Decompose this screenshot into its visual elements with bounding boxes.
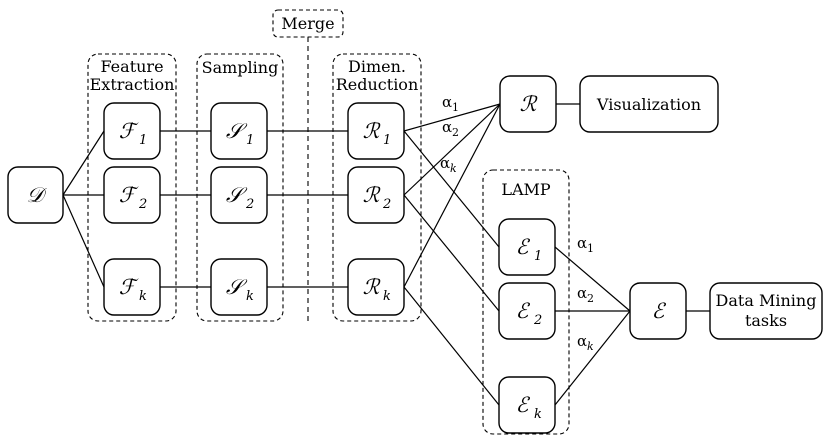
merge-label: Merge bbox=[281, 14, 334, 33]
node-ek: ℰ k bbox=[498, 376, 556, 434]
node-r2: ℛ 2 bbox=[347, 166, 405, 224]
svg-text:1: 1 bbox=[139, 133, 147, 148]
edges bbox=[62, 103, 710, 406]
svg-text:α: α bbox=[577, 234, 587, 252]
weight-upper-2: α 2 bbox=[442, 118, 459, 139]
svg-text:α: α bbox=[442, 118, 452, 136]
svg-text:1: 1 bbox=[383, 133, 391, 148]
svg-text:2: 2 bbox=[452, 126, 459, 139]
visualization-label: Visualization bbox=[596, 95, 701, 114]
node-e2: ℰ 2 bbox=[498, 282, 556, 340]
svg-text:ℰ: ℰ bbox=[652, 299, 667, 323]
node-rk: ℛ k bbox=[347, 258, 405, 316]
svg-text:ℱ: ℱ bbox=[119, 119, 139, 143]
node-f2: ℱ 2 bbox=[103, 166, 161, 224]
weight-upper-1: α 1 bbox=[442, 93, 459, 114]
svg-text:α: α bbox=[442, 93, 452, 111]
svg-text:1: 1 bbox=[534, 249, 542, 264]
node-fk: ℱ k bbox=[103, 258, 161, 316]
weight-lower-2: α 2 bbox=[577, 284, 594, 305]
node-e: ℰ bbox=[629, 282, 687, 340]
node-r: ℛ bbox=[499, 75, 557, 133]
node-d: 𝒟 bbox=[7, 166, 64, 224]
data-mining-box: Data Mining tasks bbox=[709, 282, 823, 340]
svg-text:ℛ: ℛ bbox=[363, 275, 381, 299]
data-mining-label-line2: tasks bbox=[745, 311, 787, 330]
weight-lower-k: α k bbox=[577, 332, 594, 353]
feature-label-line2: Extraction bbox=[90, 75, 175, 94]
svg-text:k: k bbox=[587, 340, 594, 353]
svg-text:k: k bbox=[534, 407, 542, 422]
svg-text:1: 1 bbox=[452, 101, 459, 114]
svg-text:ℰ: ℰ bbox=[516, 299, 531, 323]
svg-text:2: 2 bbox=[138, 197, 147, 212]
svg-text:k: k bbox=[450, 162, 457, 175]
svg-text:k: k bbox=[246, 289, 254, 304]
sampling-label: Sampling bbox=[202, 58, 279, 77]
svg-text:1: 1 bbox=[246, 133, 254, 148]
weight-lower-1: α 1 bbox=[577, 234, 594, 255]
svg-text:k: k bbox=[383, 289, 391, 304]
node-e1: ℰ 1 bbox=[498, 218, 556, 276]
svg-text:k: k bbox=[139, 289, 147, 304]
svg-text:ℱ: ℱ bbox=[119, 275, 139, 299]
svg-text:2: 2 bbox=[245, 197, 254, 212]
dimen-reduction-group bbox=[332, 53, 422, 322]
data-mining-label-line1: Data Mining bbox=[716, 291, 817, 310]
svg-text:α: α bbox=[577, 332, 587, 350]
feature-extraction-group bbox=[87, 53, 177, 322]
lamp-label: LAMP bbox=[501, 180, 551, 199]
svg-text:α: α bbox=[577, 284, 587, 302]
dimen-label-line2: Reduction bbox=[336, 75, 419, 94]
lamp-group bbox=[482, 169, 570, 435]
node-r1: ℛ 1 bbox=[347, 102, 405, 160]
svg-text:2: 2 bbox=[382, 197, 391, 212]
visualization-box: Visualization bbox=[579, 75, 719, 133]
svg-text:2: 2 bbox=[587, 292, 594, 305]
weight-upper-k: α k bbox=[440, 154, 457, 175]
svg-text:ℛ: ℛ bbox=[520, 92, 538, 116]
svg-text:2: 2 bbox=[533, 313, 542, 328]
svg-text:1: 1 bbox=[587, 242, 594, 255]
node-s2: 𝒮 2 bbox=[210, 166, 268, 224]
node-sk: 𝒮 k bbox=[210, 258, 268, 316]
dimen-label-line1: Dimen. bbox=[348, 57, 406, 76]
svg-text:α: α bbox=[440, 154, 450, 172]
svg-text:𝒟: 𝒟 bbox=[27, 183, 48, 207]
node-s1: 𝒮 1 bbox=[210, 102, 268, 160]
node-f1: ℱ 1 bbox=[103, 102, 161, 160]
feature-label-line1: Feature bbox=[100, 57, 163, 76]
sampling-group bbox=[196, 53, 284, 322]
svg-text:ℛ: ℛ bbox=[363, 183, 381, 207]
svg-text:ℰ: ℰ bbox=[516, 393, 531, 417]
svg-text:ℰ: ℰ bbox=[516, 235, 531, 259]
svg-text:ℛ: ℛ bbox=[363, 119, 381, 143]
svg-text:ℱ: ℱ bbox=[119, 183, 139, 207]
